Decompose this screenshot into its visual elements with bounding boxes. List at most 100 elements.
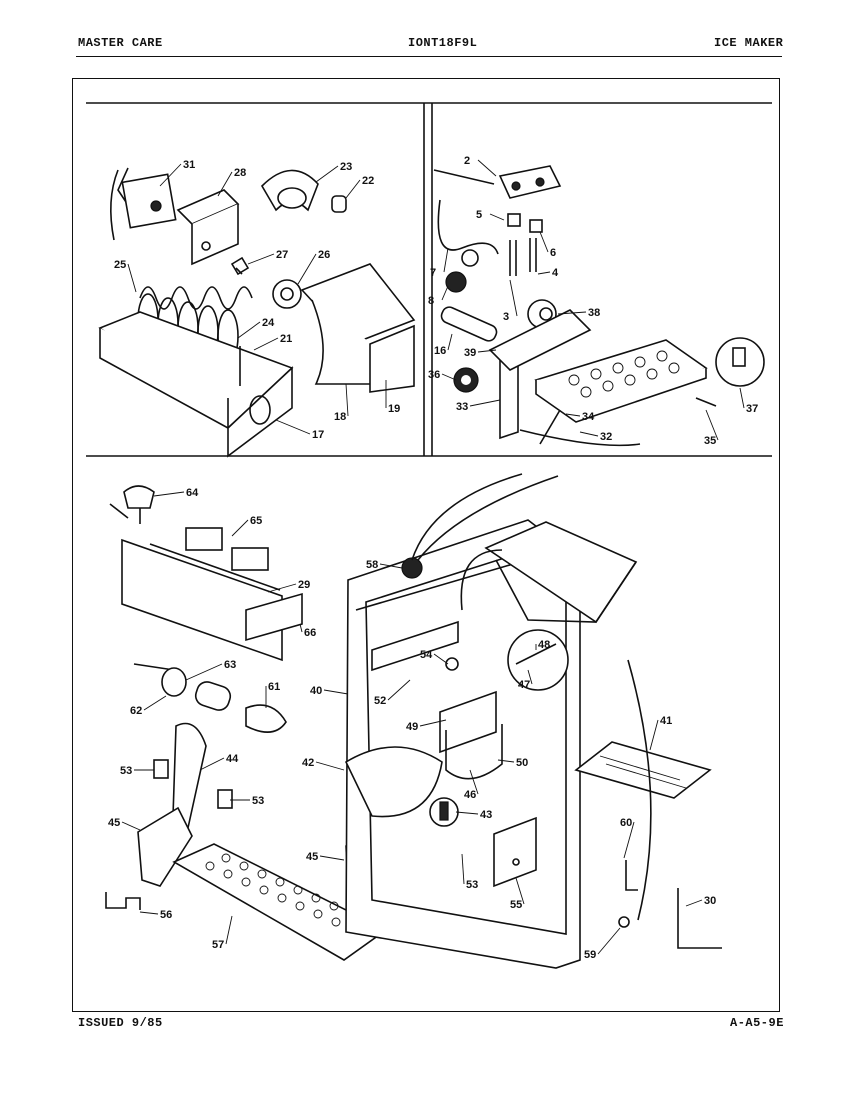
leader-line-47 (527, 669, 533, 685)
part-49-46-50-solenoid (439, 690, 503, 780)
callout-53: 53 (120, 765, 132, 777)
callout-54: 54 (420, 649, 433, 661)
callout-3: 3 (503, 311, 509, 323)
part-36-gear (453, 367, 479, 393)
callout-35: 35 (704, 435, 716, 447)
callout-53-2: 53 (466, 879, 478, 891)
leader-line-58 (379, 563, 403, 569)
leader-line-17 (275, 419, 311, 435)
leader-line-57 (225, 915, 233, 945)
leader-line-25 (127, 263, 137, 293)
leader-line-2 (477, 159, 497, 177)
leader-line-37 (739, 387, 745, 409)
leader-line-63 (185, 663, 223, 681)
leader-line-43 (455, 811, 479, 815)
callout-23: 23 (340, 161, 352, 173)
callout-55: 55 (510, 899, 522, 911)
callout-63: 63 (224, 659, 236, 671)
leader-line-32 (579, 431, 599, 437)
callout-45-1: 45 (306, 851, 318, 863)
part-63-62-61-auger-parts (133, 663, 287, 733)
leader-line-40 (323, 689, 349, 695)
leader-line-33 (469, 399, 501, 407)
leader-line-64 (153, 491, 185, 497)
callout-24: 24 (262, 317, 275, 329)
leader-line-50 (497, 759, 515, 763)
callout-31: 31 (183, 159, 195, 171)
callout-46: 46 (464, 789, 476, 801)
leader-line-23 (315, 165, 339, 183)
callout-7: 7 (430, 267, 436, 279)
part-33-housing (488, 309, 592, 440)
callout-34: 34 (582, 411, 595, 423)
part-26-gear (272, 279, 302, 309)
leader-line-55 (515, 877, 525, 905)
callout-52: 52 (374, 695, 386, 707)
callout-66: 66 (304, 627, 316, 639)
callout-32: 32 (600, 431, 612, 443)
part-32-34-arm (519, 409, 641, 447)
part-17-mold (98, 311, 294, 458)
leader-line-52 (387, 679, 411, 701)
part-31-switch (110, 167, 177, 241)
part-65-relays (185, 527, 269, 571)
leader-line-41 (649, 719, 659, 751)
leader-line-8 (441, 285, 449, 301)
leader-line-5 (489, 213, 505, 221)
leader-line-16 (447, 333, 453, 351)
callout-25: 25 (114, 259, 126, 271)
part-18-chute (300, 263, 416, 385)
callout-53-1: 53 (252, 795, 264, 807)
leader-line-44 (199, 757, 225, 771)
leader-line-53-2 (461, 853, 465, 885)
header-section: ICE MAKER (714, 36, 784, 50)
leader-line-38 (557, 311, 587, 315)
header-brand: MASTER CARE (78, 36, 163, 50)
callout-64: 64 (186, 487, 199, 499)
callout-44: 44 (226, 753, 239, 765)
leader-line-56 (139, 911, 159, 915)
callout-39: 39 (464, 347, 476, 359)
leader-line-60 (623, 821, 635, 859)
callout-37: 37 (746, 403, 758, 415)
leader-line-62 (143, 695, 167, 711)
callout-38: 38 (588, 307, 600, 319)
part-60-59-30-tube (618, 659, 722, 949)
callout-6: 6 (550, 247, 556, 259)
callout-43: 43 (480, 809, 492, 821)
callout-26: 26 (318, 249, 330, 261)
part-43-detail (429, 797, 459, 827)
callout-17: 17 (312, 429, 324, 441)
part-56-spring (105, 892, 141, 910)
callout-62: 62 (130, 705, 142, 717)
leader-line-36 (441, 373, 457, 381)
leader-line-35 (705, 409, 719, 441)
leader-line-42 (315, 761, 345, 771)
part-bin (484, 521, 638, 624)
part-7-tube (437, 199, 499, 255)
leader-line-29 (267, 583, 297, 593)
part-48-47-detail (507, 629, 569, 691)
part-52-54-plate (371, 620, 459, 672)
leader-line-6 (539, 231, 549, 253)
callout-59: 59 (584, 949, 596, 961)
callout-58: 58 (366, 559, 378, 571)
part-ice-tray (534, 339, 708, 423)
callout-50: 50 (516, 757, 528, 769)
callout-56: 56 (160, 909, 172, 921)
callout-48: 48 (538, 639, 550, 651)
part-22-pin (331, 195, 347, 213)
callout-21: 21 (280, 333, 292, 345)
callout-28: 28 (234, 167, 246, 179)
part-23-clip (260, 169, 319, 212)
part-55-bracket (493, 816, 537, 888)
leader-line-31 (159, 163, 182, 187)
callout-2: 2 (464, 155, 470, 167)
leader-line-24 (237, 321, 261, 339)
callout-16: 16 (434, 345, 446, 357)
leader-line-66 (299, 623, 303, 633)
leader-line-34 (565, 413, 581, 417)
part-28-bracket (176, 189, 240, 266)
leader-line-49 (419, 719, 447, 727)
